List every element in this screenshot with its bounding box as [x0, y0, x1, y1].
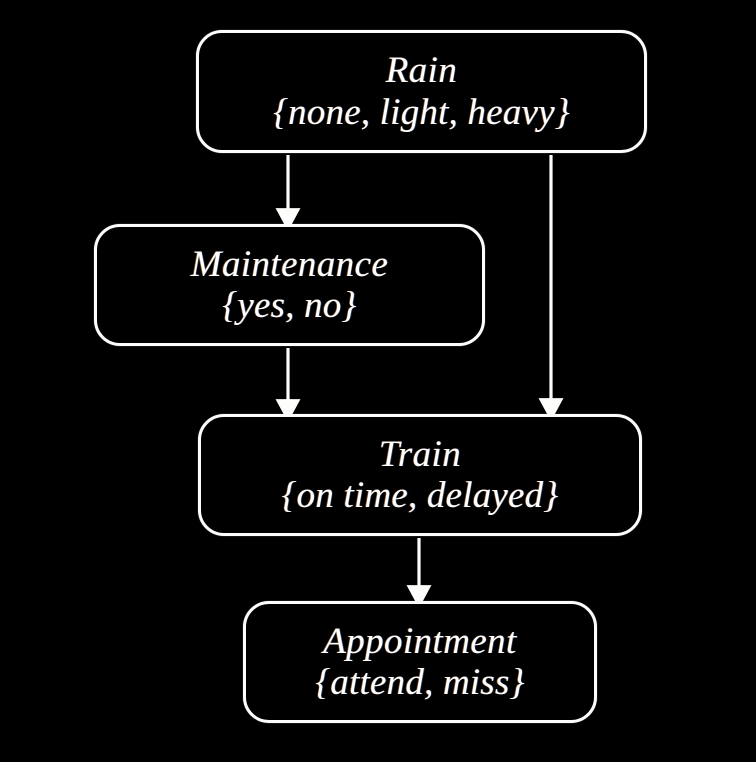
node-maintenance-values: {yes, no}: [222, 285, 357, 326]
node-train[interactable]: Train {on time, delayed}: [198, 414, 642, 536]
node-train-values: {on time, delayed}: [281, 475, 559, 516]
node-maintenance-name: Maintenance: [190, 243, 389, 285]
node-appointment[interactable]: Appointment {attend, miss}: [243, 601, 597, 723]
node-appointment-name: Appointment: [323, 620, 517, 662]
node-appointment-values: {attend, miss}: [315, 662, 525, 703]
node-rain[interactable]: Rain {none, light, heavy}: [196, 30, 647, 153]
node-rain-name: Rain: [385, 50, 458, 92]
node-train-name: Train: [378, 433, 462, 475]
node-maintenance[interactable]: Maintenance {yes, no}: [94, 224, 485, 346]
node-rain-values: {none, light, heavy}: [273, 91, 570, 133]
